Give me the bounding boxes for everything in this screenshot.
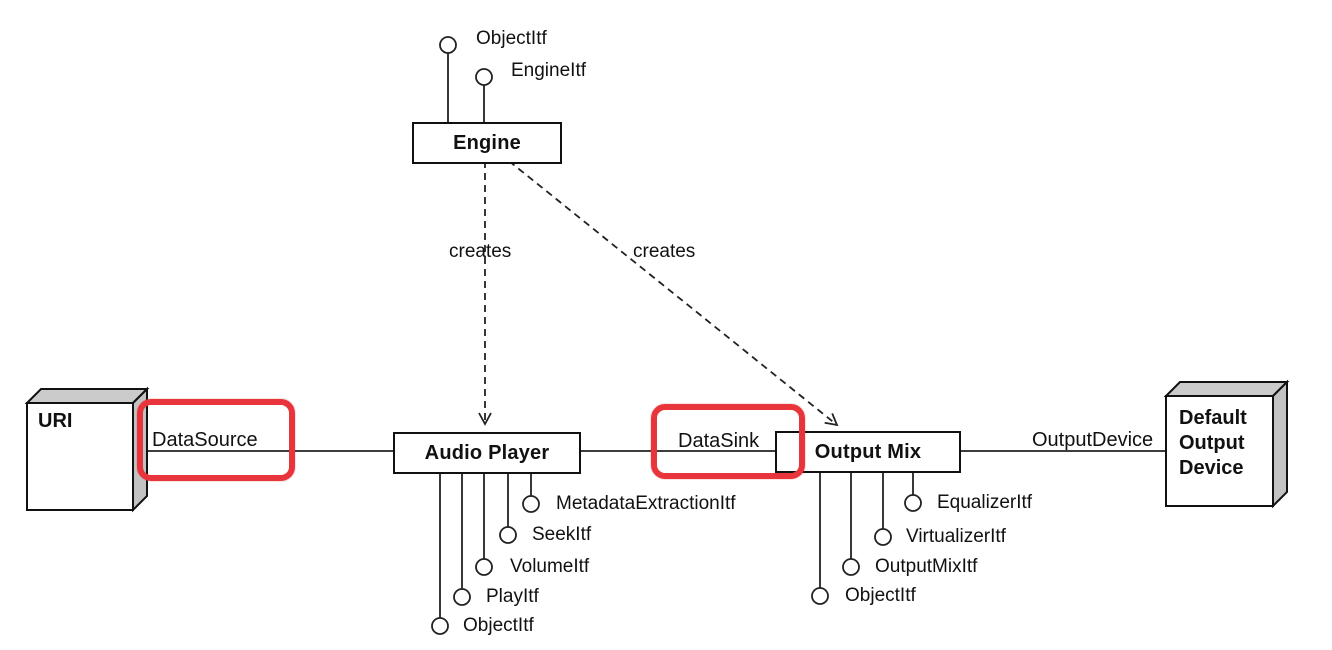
- default-output-device-node-label: Default Output Device: [1179, 407, 1247, 479]
- ap-playitf-lollipop-icon: [453, 588, 471, 606]
- creates-arrows: [478, 160, 839, 427]
- audio-player-lollipops: [431, 470, 540, 635]
- om-equalizeritf-lollipop-icon: [904, 494, 922, 512]
- engine-engineitf-lollipop-icon: [475, 68, 493, 86]
- engine-objectitf-lollipop-icon: [439, 36, 457, 54]
- ap-metadataitf-lollipop-icon: [522, 495, 540, 513]
- om-outputmixitf-label: OutputMixItf: [875, 556, 978, 577]
- engine-engineitf-label: EngineItf: [511, 60, 586, 81]
- uri-3d-box: [24, 386, 150, 513]
- ap-metadataextractionitf-label: MetadataExtractionItf: [556, 493, 736, 514]
- ap-seekitf-label: SeekItf: [532, 524, 592, 545]
- om-virtualizeritf-label: VirtualizerItf: [906, 526, 1006, 547]
- engine-node: Engine: [412, 122, 562, 164]
- output-mix-lollipops: [811, 470, 922, 605]
- ap-volumeitf-lollipop-icon: [475, 558, 493, 576]
- datasource-highlight-box: [137, 399, 295, 481]
- om-objectitf-label: ObjectItf: [845, 585, 916, 606]
- om-equalizeritf-label: EqualizerItf: [937, 492, 1033, 513]
- om-objectitf-lollipop-icon: [811, 587, 829, 605]
- audio-player-node-label: Audio Player: [424, 441, 550, 464]
- om-outputmixitf-lollipop-icon: [842, 558, 860, 576]
- creates-label-left: creates: [449, 241, 512, 262]
- dod-box-front-face: [1165, 395, 1274, 507]
- audio-player-node: Audio Player: [393, 432, 581, 474]
- datasink-highlight-box: [651, 404, 805, 479]
- creates-label-right: creates: [633, 241, 696, 262]
- dod-box-top-face: [1163, 381, 1290, 397]
- engine-node-label: Engine: [453, 131, 521, 154]
- creates-arrow-to-output-mix: [508, 160, 839, 427]
- ap-objectitf-lollipop-icon: [431, 617, 449, 635]
- datasource-edge-label: DataSource: [152, 429, 258, 451]
- output-mix-node-label: Output Mix: [814, 440, 922, 463]
- ap-playitf-label: PlayItf: [486, 586, 539, 607]
- ap-seekitf-lollipop-icon: [499, 526, 517, 544]
- ap-objectitf-label: ObjectItf: [463, 615, 534, 636]
- datasink-edge-label: DataSink: [678, 430, 760, 452]
- uri-box-front-face: [26, 402, 134, 511]
- output-mix-node: Output Mix: [775, 431, 961, 473]
- default-output-device-3d-box: [1163, 379, 1290, 509]
- dod-box-side-face: [1272, 379, 1288, 509]
- om-virtualizeritf-lollipop-icon: [874, 528, 892, 546]
- uri-box-top-face: [24, 388, 150, 404]
- engine-lollipops: [439, 36, 493, 122]
- uri-node-label: URI: [38, 410, 73, 432]
- engine-objectitf-label: ObjectItf: [476, 28, 547, 49]
- ap-volumeitf-label: VolumeItf: [510, 556, 590, 577]
- outputdevice-edge-label: OutputDevice: [1032, 429, 1154, 451]
